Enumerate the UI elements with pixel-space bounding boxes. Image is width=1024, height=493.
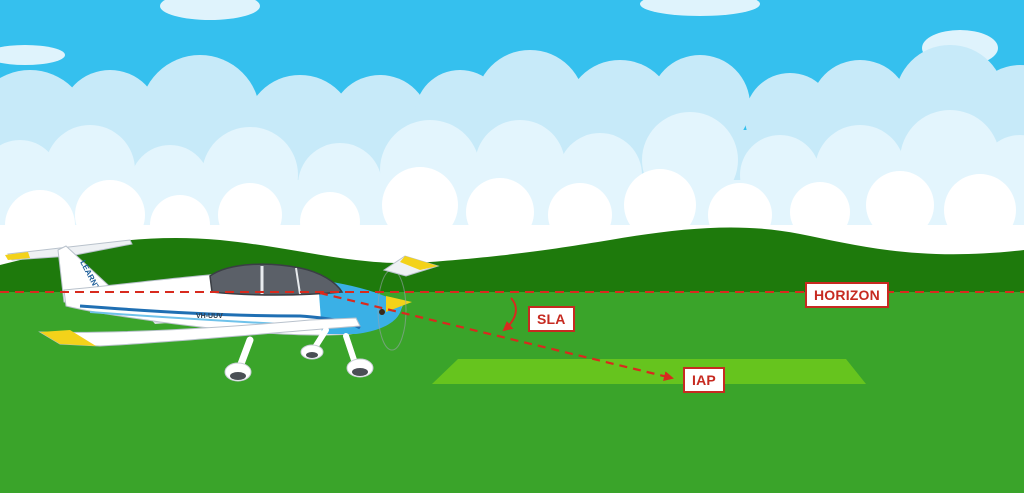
- registration-text: VH-UUV: [196, 313, 223, 320]
- iap-label: IAP: [683, 367, 725, 393]
- sla-label: SLA: [528, 306, 575, 332]
- sla-arc-arrow: [502, 297, 517, 332]
- aircraft: LEARNTOFLY VH-UUV: [5, 239, 440, 382]
- sight-line: [319, 291, 674, 381]
- horizon-label: HORIZON: [805, 282, 889, 308]
